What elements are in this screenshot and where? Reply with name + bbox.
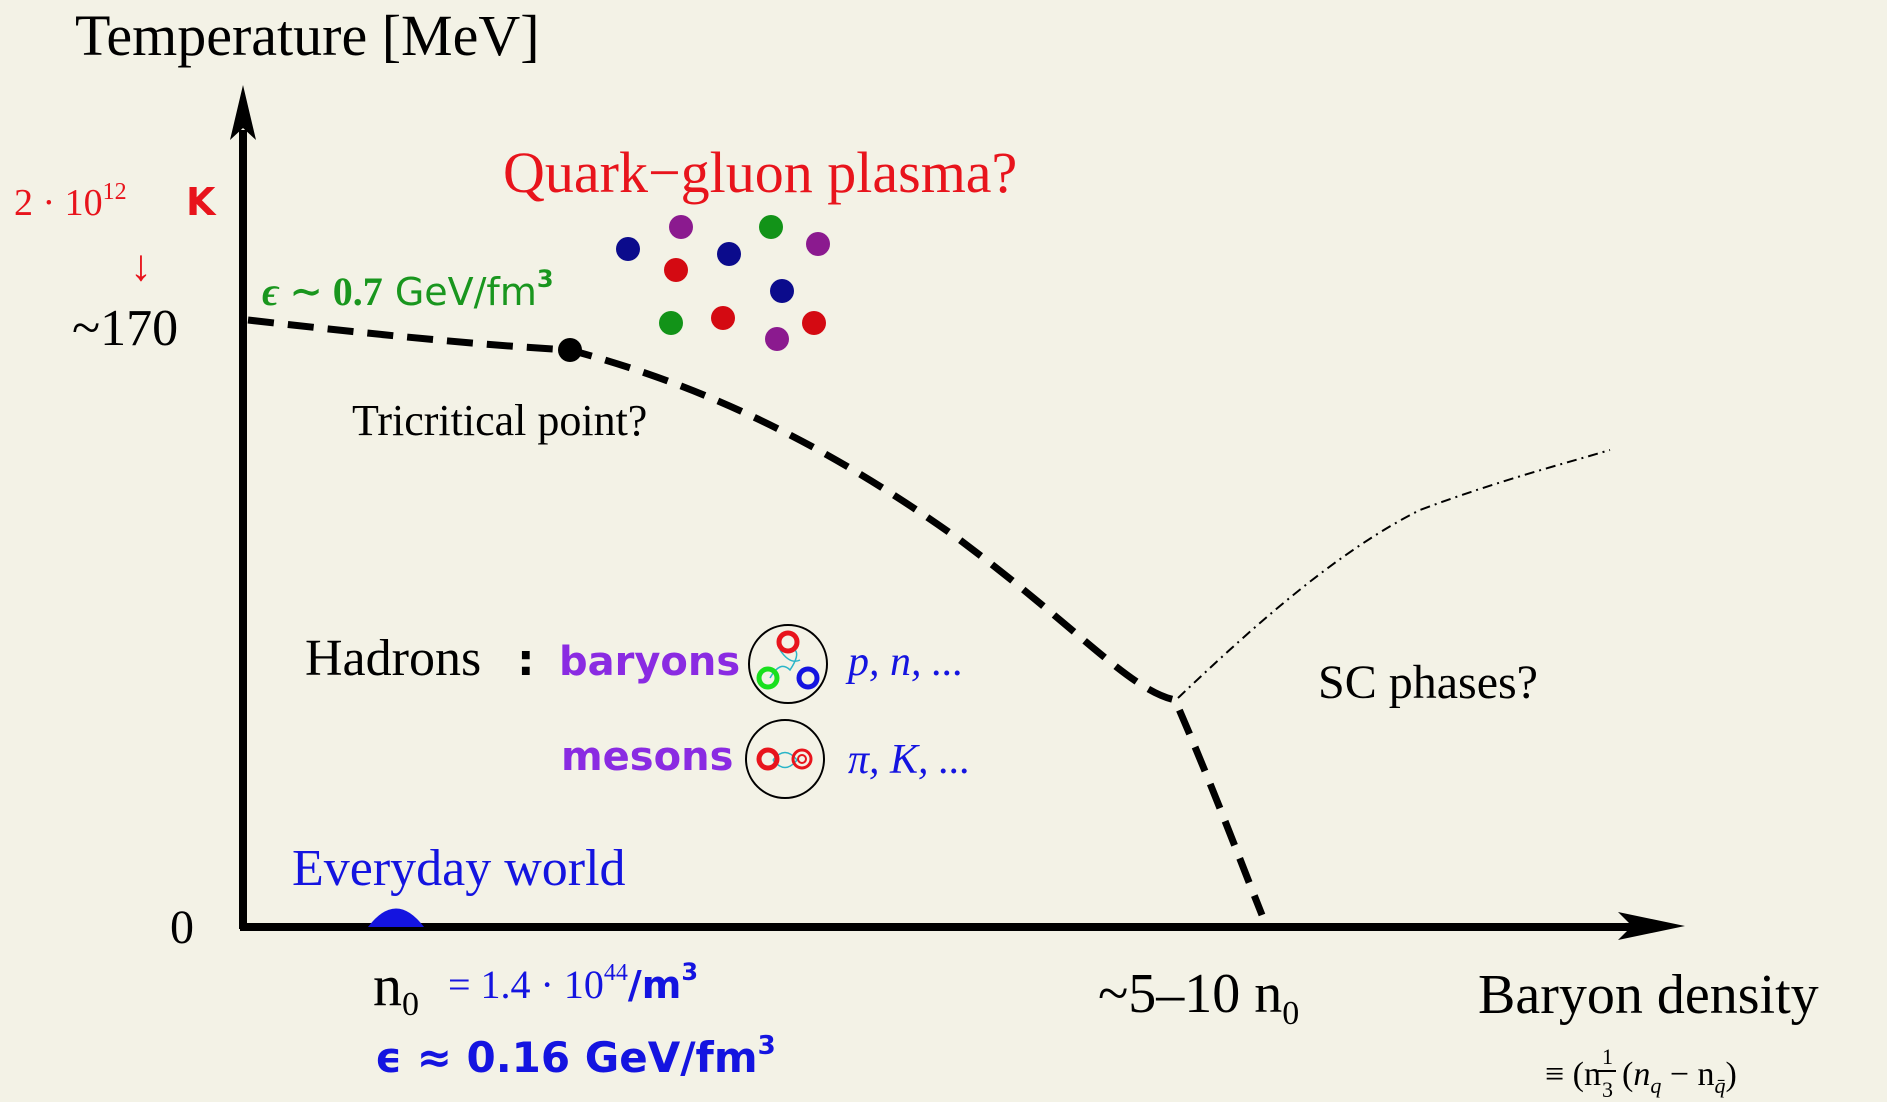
svg-text:(nq − nq̄): (nq − nq̄) [1622,1056,1737,1098]
kelvin-label: 2 · 1012 K [14,179,217,224]
hadrons-label: Hadrons [305,630,481,687]
x-axis-definition: ≡ (n [1545,1056,1601,1093]
quark-dots [616,215,830,351]
dense-matter-label: ~5–10 n0 [1098,963,1299,1032]
svg-text:2 · 1012: 2 · 1012 [14,179,127,224]
y-axis-title: Temperature [MeV] [75,3,540,68]
nuclear-density-label: n0 = 1.4 · 1044/m3 [373,953,698,1023]
meson-examples: π, K, ... [848,737,971,783]
quark-dot [765,327,789,351]
tricritical-point [558,338,582,362]
y-axis-arrowhead [230,85,256,140]
meson-icon [745,719,825,799]
quark-dot [717,242,741,266]
quark-dot [616,237,640,261]
x-axis-title: Baryon density [1478,964,1819,1026]
sc-phase-boundary [1177,449,1611,699]
quark-dot [711,306,735,330]
quark-dot [669,215,693,239]
svg-text:= 1.4 · 1044/m3: = 1.4 · 1044/m3 [448,958,698,1007]
x-axis-definition-rest: (nq − nq̄) [1622,1056,1737,1098]
quark-dot [759,215,783,239]
quark-dot [806,232,830,256]
svg-text:n0: n0 [373,953,419,1023]
phase-boundary-curve [247,316,1266,917]
sc-phases-label: SC phases? [1318,656,1538,709]
svg-text:K: K [186,180,217,224]
svg-text:ϵ ∼ 0.7 GeV/fm3: ϵ ∼ 0.7 GeV/fm3 [262,265,554,314]
baryons-label: baryons [559,639,740,685]
quark-dot [659,311,683,335]
svg-text:~5–10 n0: ~5–10 n0 [1098,963,1299,1032]
x-axis-definition-fraction: 1 3 [1598,1044,1616,1102]
qgp-energy-density: ϵ ∼ 0.7 GeV/fm3 [262,265,554,314]
x-axis-arrowhead [1618,912,1685,940]
baryon-examples: p, n, ... [845,639,964,685]
svg-text:≡ (n: ≡ (n [1545,1056,1601,1093]
everyday-world-label: Everyday world [292,840,626,897]
tricritical-label: Tricritical point? [352,396,647,445]
y-tick-170: ~170 [72,300,178,357]
mesons-label: mesons [561,734,733,780]
nuclear-energy-density-label: ϵ ≈ 0.16 GeV/fm3 [375,1031,776,1082]
everyday-world-marker [368,908,424,927]
svg-text:1: 1 [1602,1044,1613,1069]
y-tick-0: 0 [170,901,194,954]
quark-dot [770,279,794,303]
hadrons-colon: : [517,635,535,686]
svg-text:3: 3 [1602,1077,1613,1102]
quark-dot [802,311,826,335]
baryon-icon [748,624,828,704]
svg-text:ϵ ≈ 0.16 GeV/fm3: ϵ ≈ 0.16 GeV/fm3 [375,1031,776,1082]
quark-dot [664,258,688,282]
kelvin-arrow: ↓ [130,241,152,290]
qgp-label: Quark−gluon plasma? [503,140,1017,205]
